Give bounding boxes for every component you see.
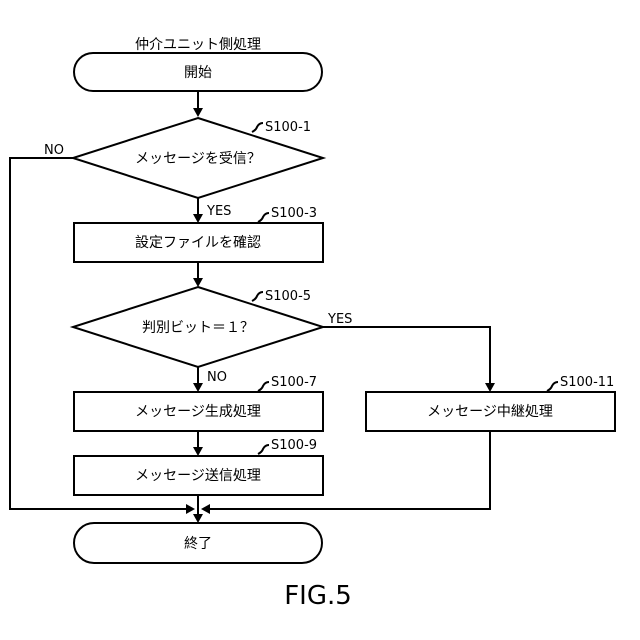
branch-label-receive-no: NO	[44, 143, 64, 158]
process-relay-label: メッセージ中継処理	[427, 404, 553, 420]
arrowhead	[193, 383, 203, 392]
step-leader-s100-5	[252, 292, 263, 301]
step-label-s100-7: S100-7	[271, 375, 317, 390]
process-send-message: メッセージ送信処理	[74, 456, 323, 495]
end-terminal: 終了	[74, 523, 322, 563]
process-send-label: メッセージ送信処理	[135, 468, 261, 484]
process-relay-message: メッセージ中継処理	[366, 392, 615, 431]
start-terminal: 開始	[74, 53, 322, 91]
step-leader-s100-1	[252, 123, 263, 132]
start-terminal-label: 開始	[184, 65, 212, 81]
branch-label-bit-yes: YES	[327, 312, 352, 327]
arrowhead	[201, 504, 210, 514]
arrowhead	[485, 383, 495, 392]
step-label-s100-11: S100-11	[560, 375, 614, 390]
process-check-settings-label: 設定ファイルを確認	[135, 235, 261, 251]
figure-label: FIG.5	[284, 581, 352, 611]
arrowhead	[193, 108, 203, 117]
arrowhead	[193, 214, 203, 223]
flowchart-title: 仲介ユニット側処理	[135, 37, 261, 53]
process-generate-label: メッセージ生成処理	[135, 404, 261, 420]
step-leader-s100-3	[258, 213, 269, 222]
process-generate-message: メッセージ生成処理	[74, 392, 323, 431]
step-label-s100-9: S100-9	[271, 438, 317, 453]
arrowhead	[186, 504, 195, 514]
decision-receive-label: メッセージを受信？	[135, 151, 261, 167]
step-label-s100-1: S100-1	[265, 120, 311, 135]
step-leader-s100-7	[258, 382, 269, 391]
step-label-s100-3: S100-3	[271, 206, 317, 221]
connector-bit-yes	[323, 327, 490, 387]
branch-label-bit-no: NO	[207, 370, 227, 385]
end-terminal-label: 終了	[184, 536, 212, 552]
step-label-s100-5: S100-5	[265, 289, 311, 304]
decision-bit-label: 判別ビット＝１？	[142, 320, 254, 336]
step-leader-s100-9	[258, 445, 269, 454]
arrowhead	[193, 278, 203, 287]
process-check-settings: 設定ファイルを確認	[74, 223, 323, 262]
branch-label-receive-yes: YES	[206, 204, 231, 219]
arrowhead	[193, 447, 203, 456]
step-leader-s100-11	[547, 382, 558, 391]
arrowhead	[193, 514, 203, 523]
